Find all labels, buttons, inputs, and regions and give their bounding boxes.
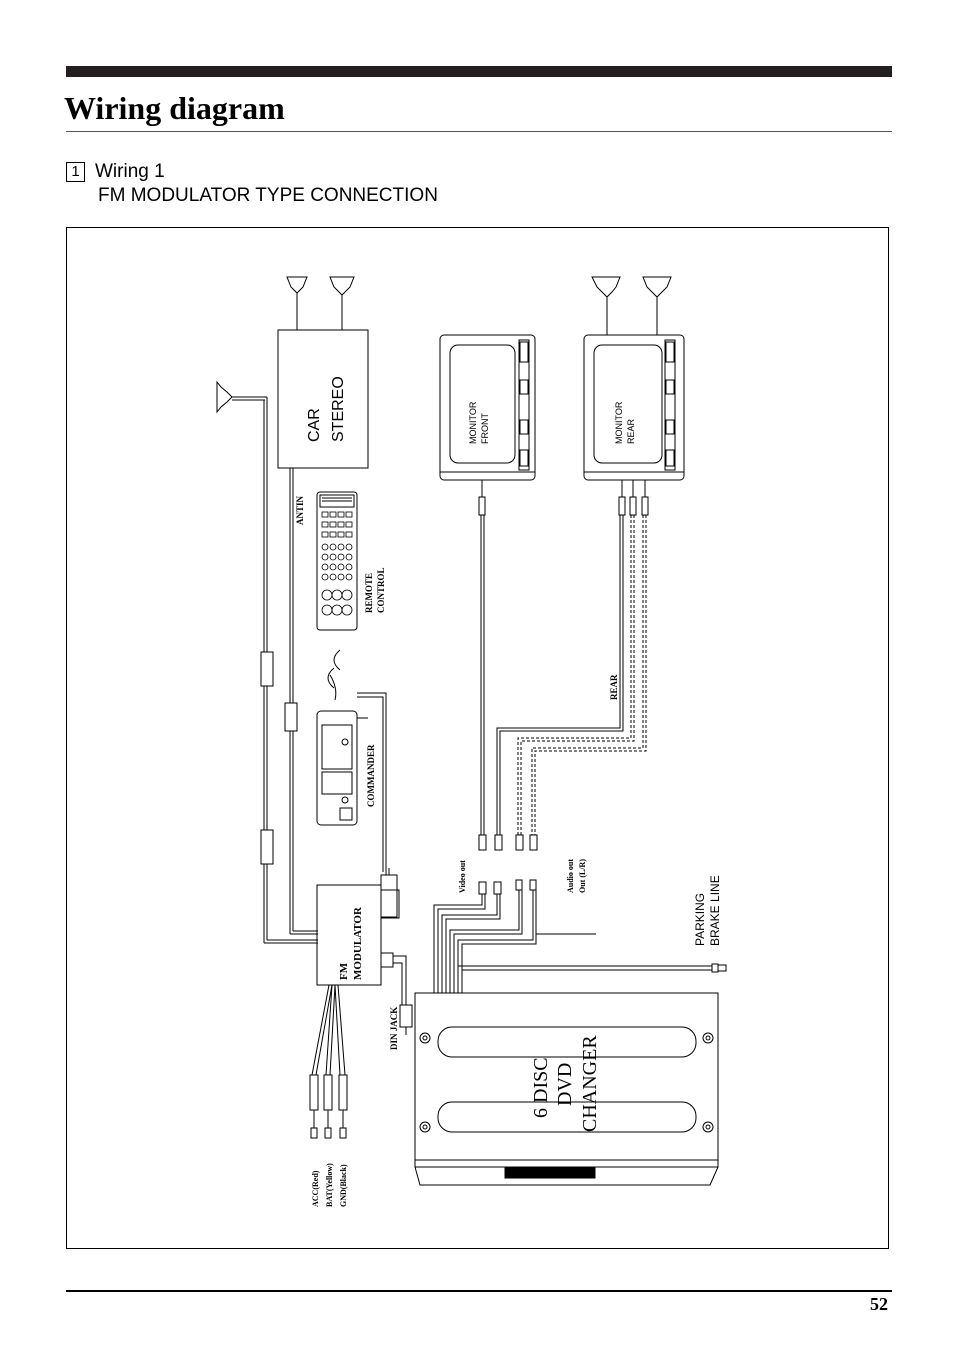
ir-signal-icon [327, 649, 341, 701]
car-stereo-label-2: STEREO [330, 376, 347, 442]
commander-label: COMMANDER [366, 744, 376, 807]
top-rule [66, 66, 892, 77]
diagram-frame [66, 227, 889, 1249]
monitor-rear-label-1: MONITOR [614, 401, 624, 444]
section-heading: 1 Wiring 1 FM MODULATOR TYPE CONNECTION [66, 160, 438, 208]
parking-brake-label-2: BRAKE LINE [708, 875, 722, 946]
audio-out-label-1: Audio out [566, 859, 575, 893]
aerial-antenna-icon [216, 380, 267, 414]
monitor-front-icon [439, 334, 536, 481]
din-jack-label: DIN JACK [389, 1007, 399, 1050]
commander-unit-icon [316, 710, 368, 826]
monitor-front-label-1: MONITOR [468, 401, 478, 444]
remote-control-icon [316, 491, 358, 631]
antin-label: ANTIN [295, 495, 305, 525]
changer-label-1: 6 DISC [530, 1057, 552, 1118]
changer-label-2: DVD [554, 1063, 576, 1106]
fm-modulator-label-1: FM [338, 962, 350, 980]
car-stereo-label-1: CAR [306, 408, 323, 442]
page-title: Wiring diagram [64, 90, 285, 126]
audio-out-label-2: Out (L/R) [578, 859, 587, 893]
bottom-rule [66, 1290, 892, 1292]
rear-label: REAR [609, 674, 619, 700]
section-title: Wiring 1 [95, 161, 165, 182]
car-stereo-box [277, 329, 369, 469]
section-number: 1 [66, 162, 85, 182]
page-number: 52 [870, 1294, 888, 1314]
gnd-wire-label: GND(Black) [339, 1164, 348, 1207]
fm-modulator-label-2: MODULATOR [352, 906, 364, 980]
monitor-front-label-2: FRONT [480, 413, 490, 444]
acc-wire-label: ACC(Red) [311, 1170, 320, 1207]
fm-modulator-box [316, 884, 382, 986]
dvd-changer-box [414, 992, 719, 1186]
din-jack-icon [380, 952, 413, 1035]
power-wires [309, 984, 348, 1139]
monitor-rear-icon [583, 276, 685, 481]
monitor-rear-label-2: REAR [626, 418, 636, 444]
stereo-speaker-antenna-left-icon [286, 276, 308, 330]
remote-control-label-1: REMOTE [364, 573, 374, 613]
title-underline [66, 131, 892, 132]
stereo-speaker-antenna-right-icon [329, 276, 355, 330]
parking-brake-label-1: PARKING [693, 893, 707, 946]
video-out-label: Video out [458, 860, 467, 893]
section-subtitle: FM MODULATOR TYPE CONNECTION [98, 185, 438, 206]
bat-wire-label: BAT(Yellow) [325, 1163, 334, 1207]
remote-control-label-2: CONTROL [376, 567, 386, 613]
changer-label-3: CHANGER [579, 1035, 601, 1132]
